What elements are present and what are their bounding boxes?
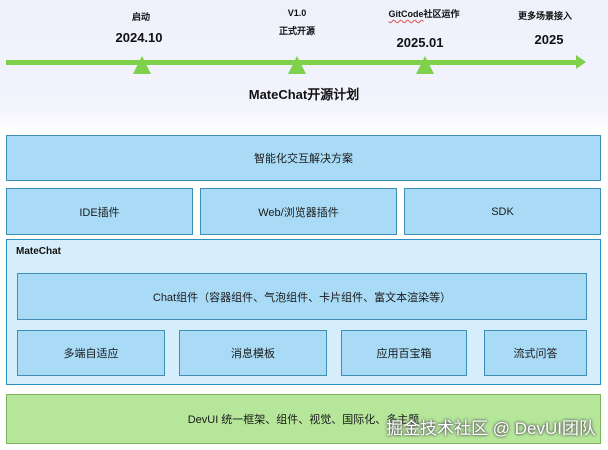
milestone-label-gitcode-prefix: GitCode xyxy=(388,9,424,19)
milestone-label-more: 更多场景接入 xyxy=(517,11,573,21)
milestone-label-gitcode-suffix: 社区运作 xyxy=(423,9,460,19)
timeline-marker xyxy=(133,56,151,74)
matechat-label: MateChat xyxy=(16,246,62,257)
milestone-label-gitcode: GitCode社区运作 xyxy=(388,7,459,20)
milestone-date-start: 2024.10 xyxy=(115,30,163,45)
milestone-date-gitcode: 2025.01 xyxy=(396,35,444,50)
integration-box-sdk: SDK xyxy=(404,188,601,235)
timeline-arrowhead xyxy=(576,55,586,69)
chat-components-box: Chat组件（容器组件、气泡组件、卡片组件、富文本渲染等） xyxy=(17,273,587,320)
milestone-label-v1: V1.0 xyxy=(287,8,307,18)
integration-box-ide: IDE插件 xyxy=(6,188,193,235)
foundation-box: DevUI 统一框架、组件、视觉、国际化、多主题 xyxy=(6,394,601,444)
module-box-streaming-qa: 流式问答 xyxy=(484,330,587,376)
solution-box: 智能化交互解决方案 xyxy=(6,135,601,181)
milestone-label-start: 启动 xyxy=(131,12,151,22)
module-box-app-toolbox: 应用百宝箱 xyxy=(341,330,467,376)
plan-title: MateChat开源计划 xyxy=(248,87,360,102)
module-box-message-template: 消息模板 xyxy=(179,330,327,376)
timeline-marker xyxy=(416,56,434,74)
milestone-label-open-source: 正式开源 xyxy=(278,26,316,36)
milestone-date-more: 2025 xyxy=(534,32,564,47)
integration-box-web: Web/浏览器插件 xyxy=(200,188,397,235)
module-box-multi-device: 多端自适应 xyxy=(17,330,165,376)
watermark: 掘金技术社区 @ DevUI团队 xyxy=(386,419,596,438)
timeline-marker xyxy=(288,56,306,74)
